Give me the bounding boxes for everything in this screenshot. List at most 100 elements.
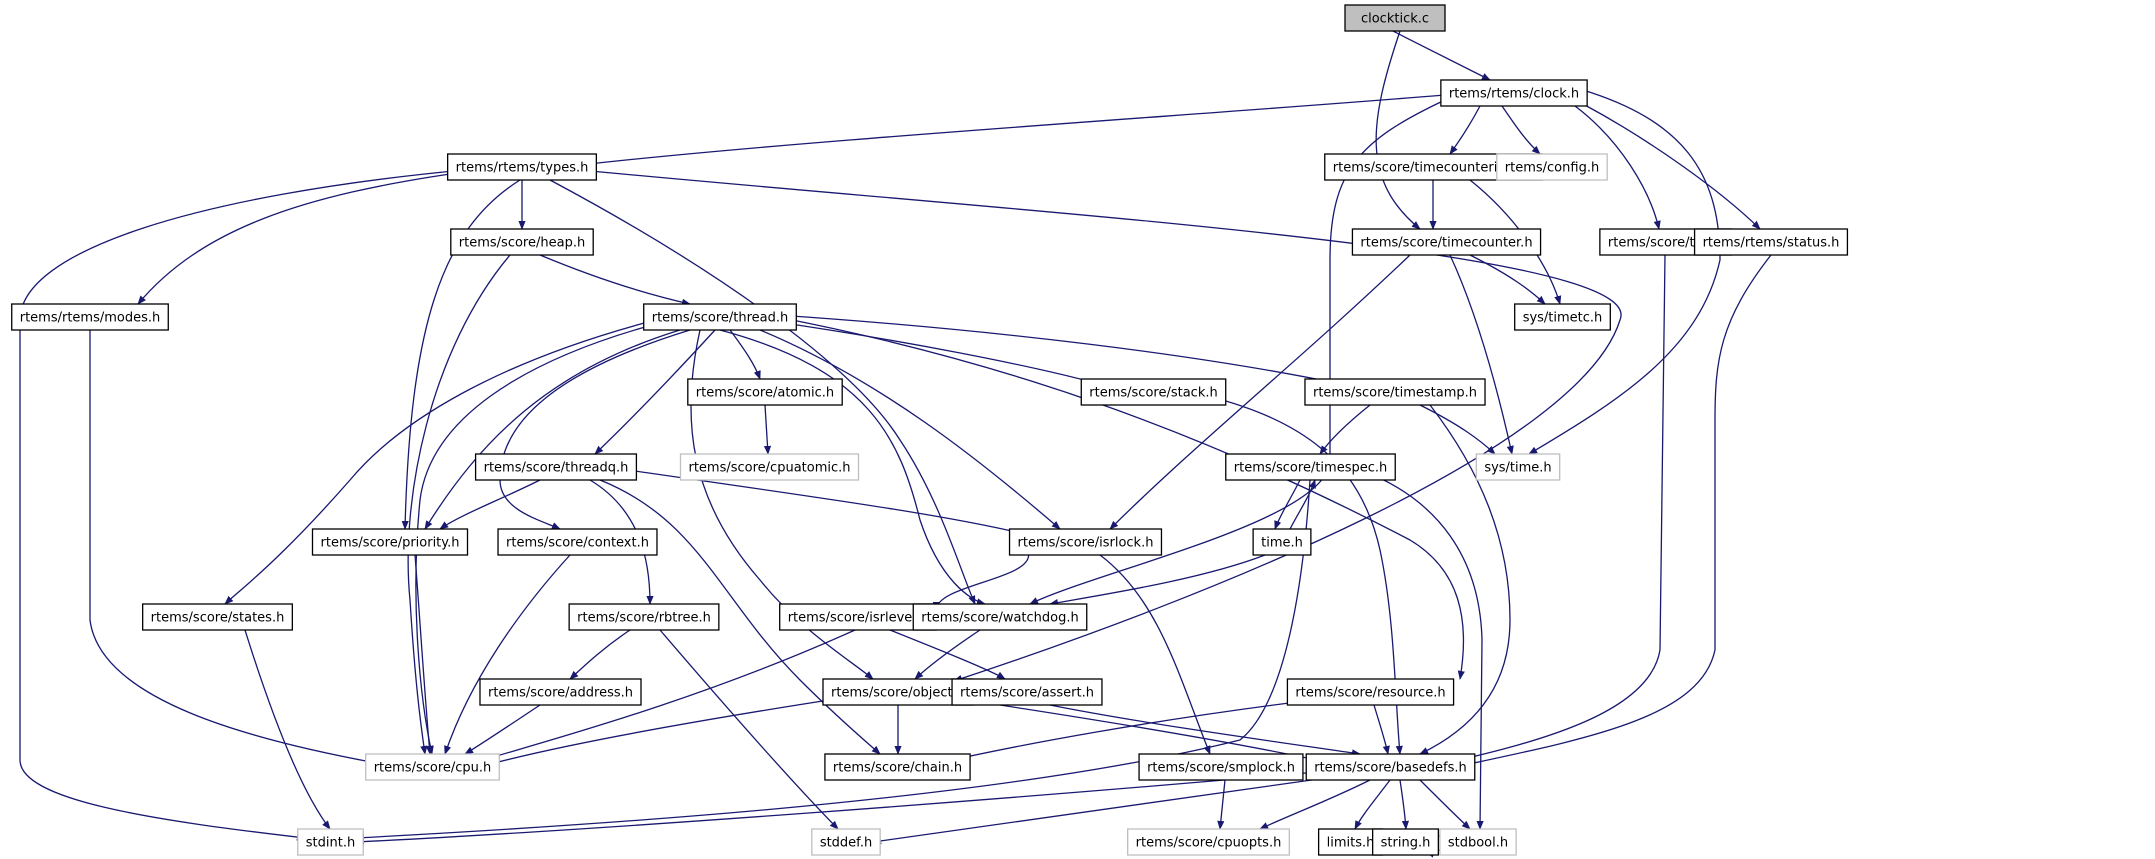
- node-timespec-h[interactable]: rtems/score/timespec.h: [1225, 453, 1396, 481]
- node-box[interactable]: [142, 603, 293, 631]
- edge-threadq-h-to-chain-h: [599, 479, 881, 755]
- node-cpuopts-h[interactable]: rtems/score/cpuopts.h: [1127, 828, 1290, 856]
- node-threadq-h[interactable]: rtems/score/threadq.h: [474, 453, 638, 481]
- node-heap-h[interactable]: rtems/score/heap.h: [450, 228, 594, 256]
- node-box[interactable]: [11, 303, 169, 331]
- edge-heap-h-to-cpu-h: [407, 254, 511, 755]
- node-box[interactable]: [679, 453, 860, 481]
- node-box[interactable]: [446, 153, 598, 181]
- node-box[interactable]: [450, 228, 594, 256]
- node-box[interactable]: [1080, 378, 1227, 406]
- node-address-h[interactable]: rtems/score/address.h: [479, 678, 642, 706]
- node-modes-h[interactable]: rtems/rtems/modes.h: [11, 303, 169, 331]
- node-box[interactable]: [1252, 528, 1312, 556]
- node-box[interactable]: [1304, 378, 1486, 406]
- node-box[interactable]: [912, 603, 1088, 631]
- node-basedefs-h[interactable]: rtems/score/basedefs.h: [1305, 753, 1476, 781]
- edge-heap-h-to-thread-h: [539, 254, 691, 306]
- node-box[interactable]: [1344, 4, 1446, 32]
- node-label: limits.h: [1327, 836, 1375, 851]
- edge-time-h-to-timespec-h: [1289, 479, 1316, 530]
- node-box[interactable]: [1440, 79, 1588, 107]
- node-chain-h[interactable]: rtems/score/chain.h: [824, 753, 971, 781]
- node-cpuatomic-h[interactable]: rtems/score/cpuatomic.h: [679, 453, 860, 481]
- node-box[interactable]: [479, 678, 642, 706]
- edge-thread-h-to-priority-h: [424, 329, 681, 530]
- node-box[interactable]: [474, 453, 638, 481]
- edge-timestamp-h-to-basedefs-h: [1419, 404, 1511, 755]
- node-box[interactable]: [951, 678, 1103, 706]
- node-box[interactable]: [311, 528, 469, 556]
- node-box[interactable]: [1225, 453, 1396, 481]
- node-box[interactable]: [1351, 228, 1542, 256]
- edge-assert-h-to-basedefs-h: [1049, 704, 1361, 757]
- node-stdint-h[interactable]: stdint.h: [297, 828, 364, 856]
- node-box[interactable]: [1514, 303, 1611, 331]
- node-smplock-h[interactable]: rtems/score/smplock.h: [1138, 753, 1304, 781]
- node-box[interactable]: [1693, 228, 1849, 256]
- node-box[interactable]: [822, 678, 974, 706]
- node-limits-h[interactable]: limits.h: [1317, 828, 1384, 856]
- edge-thread-h-to-states-h: [224, 317, 664, 605]
- node-assert-h[interactable]: rtems/score/assert.h: [951, 678, 1103, 706]
- node-stdbool-h[interactable]: stdbool.h: [1439, 828, 1517, 856]
- node-label: sys/time.h: [1484, 461, 1551, 476]
- node-box[interactable]: [568, 603, 720, 631]
- node-clock-h[interactable]: rtems/rtems/clock.h: [1440, 79, 1588, 107]
- node-timecounter-h[interactable]: rtems/score/timecounter.h: [1351, 228, 1542, 256]
- edge-timecounter-h-to-isrlock-h: [1109, 254, 1411, 530]
- node-box[interactable]: [687, 378, 843, 406]
- node-rbtree-h[interactable]: rtems/score/rbtree.h: [568, 603, 720, 631]
- node-config-h[interactable]: rtems/config.h: [1496, 153, 1608, 181]
- edge-thread-h-to-watchdog-h: [719, 329, 986, 606]
- node-clocktick-c[interactable]: clocktick.c: [1344, 4, 1446, 32]
- node-context-h[interactable]: rtems/score/context.h: [497, 528, 658, 556]
- node-priority-h[interactable]: rtems/score/priority.h: [311, 528, 469, 556]
- node-atomic-h[interactable]: rtems/score/atomic.h: [687, 378, 843, 406]
- node-systime-h[interactable]: sys/time.h: [1475, 453, 1561, 481]
- node-watchdog-h[interactable]: rtems/score/watchdog.h: [912, 603, 1088, 631]
- edge-thread-h-to-context-h: [499, 329, 691, 530]
- edge-threadq-h-to-priority-h: [439, 479, 541, 530]
- node-states-h[interactable]: rtems/score/states.h: [142, 603, 293, 631]
- node-box[interactable]: [1286, 678, 1455, 706]
- edge-thread-h-to-cpu-h: [415, 321, 664, 755]
- node-box[interactable]: [643, 303, 797, 331]
- node-box[interactable]: [824, 753, 971, 781]
- node-label: rtems/score/states.h: [151, 611, 285, 626]
- node-box[interactable]: [779, 603, 937, 631]
- node-label: rtems/score/context.h: [506, 536, 649, 551]
- node-stack-h[interactable]: rtems/score/stack.h: [1080, 378, 1227, 406]
- node-label: rtems/score/object.h: [831, 686, 965, 701]
- node-box[interactable]: [297, 828, 364, 856]
- node-time-h[interactable]: time.h: [1252, 528, 1312, 556]
- node-box[interactable]: [1305, 753, 1476, 781]
- node-timestamp-h[interactable]: rtems/score/timestamp.h: [1304, 378, 1486, 406]
- node-label: stdbool.h: [1448, 836, 1508, 851]
- edge-timestamp-h-to-systime-h: [1419, 404, 1496, 455]
- node-timetc-h[interactable]: sys/timetc.h: [1514, 303, 1611, 331]
- node-box[interactable]: [1008, 528, 1163, 556]
- node-box[interactable]: [1138, 753, 1304, 781]
- node-object-h[interactable]: rtems/score/object.h: [822, 678, 974, 706]
- node-box[interactable]: [1496, 153, 1608, 181]
- node-box[interactable]: [1475, 453, 1561, 481]
- node-box[interactable]: [1439, 828, 1517, 856]
- node-box[interactable]: [365, 753, 500, 781]
- node-cpu-h[interactable]: rtems/score/cpu.h: [365, 753, 500, 781]
- node-box[interactable]: [811, 828, 881, 856]
- node-box[interactable]: [1127, 828, 1290, 856]
- node-label: rtems/rtems/modes.h: [20, 311, 161, 326]
- node-isrlock-h[interactable]: rtems/score/isrlock.h: [1008, 528, 1163, 556]
- node-stddef-h[interactable]: stddef.h: [811, 828, 881, 856]
- node-thread-h[interactable]: rtems/score/thread.h: [643, 303, 797, 331]
- node-types-h[interactable]: rtems/rtems/types.h: [446, 153, 598, 181]
- node-resource-h[interactable]: rtems/score/resource.h: [1286, 678, 1455, 706]
- node-box[interactable]: [497, 528, 658, 556]
- node-status-h[interactable]: rtems/rtems/status.h: [1693, 228, 1849, 256]
- node-label: stdint.h: [306, 836, 355, 851]
- node-box[interactable]: [1371, 828, 1440, 856]
- node-isrlevel-h[interactable]: rtems/score/isrlevel.h: [779, 603, 937, 631]
- node-string-h[interactable]: string.h: [1371, 828, 1440, 856]
- node-label: rtems/score/chain.h: [833, 761, 962, 776]
